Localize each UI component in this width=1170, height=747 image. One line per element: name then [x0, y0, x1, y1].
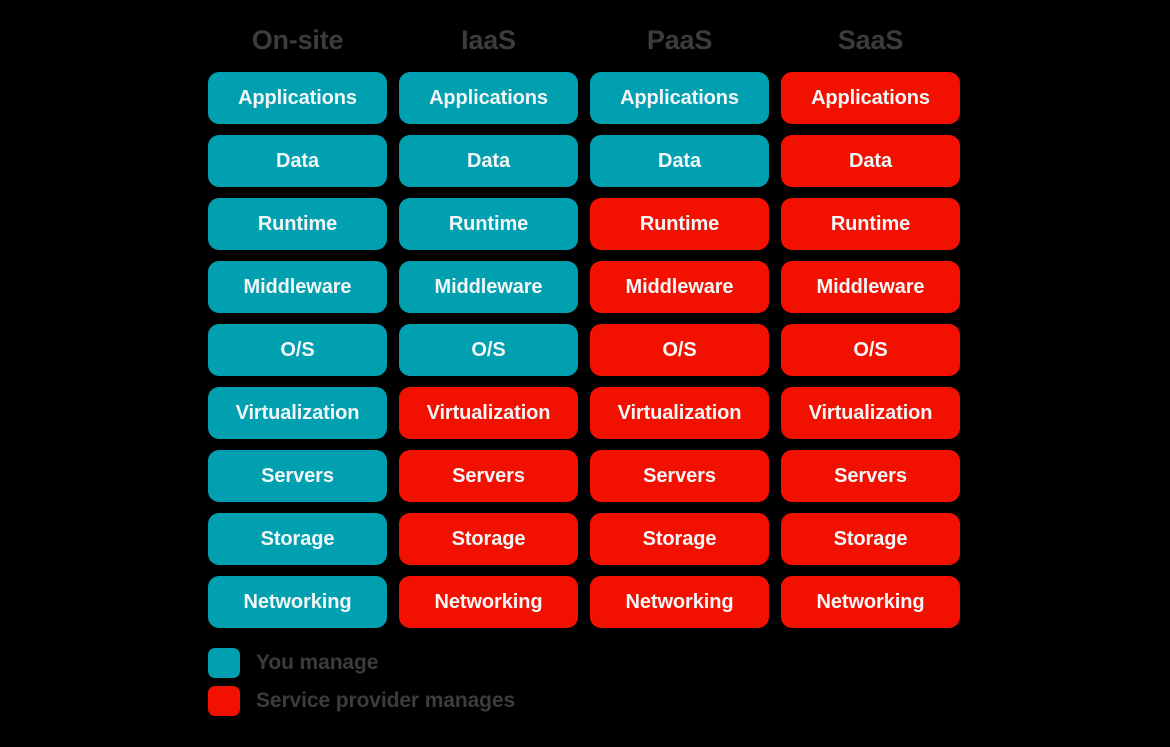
cell-saas-applications[interactable]: Applications [781, 72, 960, 124]
cell-on-site-virtualization[interactable]: Virtualization [208, 387, 387, 439]
cell-saas-servers[interactable]: Servers [781, 450, 960, 502]
cell-on-site-o-s[interactable]: O/S [208, 324, 387, 376]
cell-paas-runtime[interactable]: Runtime [590, 198, 769, 250]
cell-iaas-middleware[interactable]: Middleware [399, 261, 578, 313]
legend-item-manage-self: You manage [208, 648, 515, 678]
cell-iaas-o-s[interactable]: O/S [399, 324, 578, 376]
cell-on-site-applications[interactable]: Applications [208, 72, 387, 124]
cell-saas-storage[interactable]: Storage [781, 513, 960, 565]
cell-iaas-applications[interactable]: Applications [399, 72, 578, 124]
cell-paas-applications[interactable]: Applications [590, 72, 769, 124]
cell-saas-data[interactable]: Data [781, 135, 960, 187]
cell-on-site-middleware[interactable]: Middleware [208, 261, 387, 313]
cell-iaas-runtime[interactable]: Runtime [399, 198, 578, 250]
cell-paas-o-s[interactable]: O/S [590, 324, 769, 376]
cell-paas-servers[interactable]: Servers [590, 450, 769, 502]
cell-saas-middleware[interactable]: Middleware [781, 261, 960, 313]
cell-saas-virtualization[interactable]: Virtualization [781, 387, 960, 439]
cell-on-site-storage[interactable]: Storage [208, 513, 387, 565]
cell-iaas-networking[interactable]: Networking [399, 576, 578, 628]
legend-label-manage-prov: Service provider manages [256, 689, 516, 712]
cell-paas-storage[interactable]: Storage [590, 513, 769, 565]
column-header-row: On-site IaaS PaaS SaaS [208, 18, 960, 62]
cell-on-site-servers[interactable]: Servers [208, 450, 387, 502]
column-header-on-site: On-site [251, 24, 344, 55]
cell-on-site-runtime[interactable]: Runtime [208, 198, 387, 250]
cell-iaas-virtualization[interactable]: Virtualization [399, 387, 578, 439]
cell-paas-networking[interactable]: Networking [590, 576, 769, 628]
legend-swatch-icon-manage-prov [208, 686, 240, 716]
cell-paas-middleware[interactable]: Middleware [590, 261, 769, 313]
column-header-paas: PaaS [646, 24, 713, 55]
cell-iaas-storage[interactable]: Storage [399, 513, 578, 565]
legend-swatch-icon-manage-self [208, 648, 240, 678]
legend-label-manage-self: You manage [256, 651, 379, 674]
column-header-iaas: IaaS [461, 24, 516, 55]
cell-saas-networking[interactable]: Networking [781, 576, 960, 628]
cell-on-site-data[interactable]: Data [208, 135, 387, 187]
cell-saas-runtime[interactable]: Runtime [781, 198, 960, 250]
cell-on-site-networking[interactable]: Networking [208, 576, 387, 628]
cell-iaas-data[interactable]: Data [399, 135, 578, 187]
column-header-saas: SaaS [837, 24, 904, 55]
cell-iaas-servers[interactable]: Servers [399, 450, 578, 502]
cell-paas-data[interactable]: Data [590, 135, 769, 187]
legend-item-manage-prov: Service provider manages [208, 686, 515, 716]
cell-paas-virtualization[interactable]: Virtualization [590, 387, 769, 439]
cell-saas-o-s[interactable]: O/S [781, 324, 960, 376]
